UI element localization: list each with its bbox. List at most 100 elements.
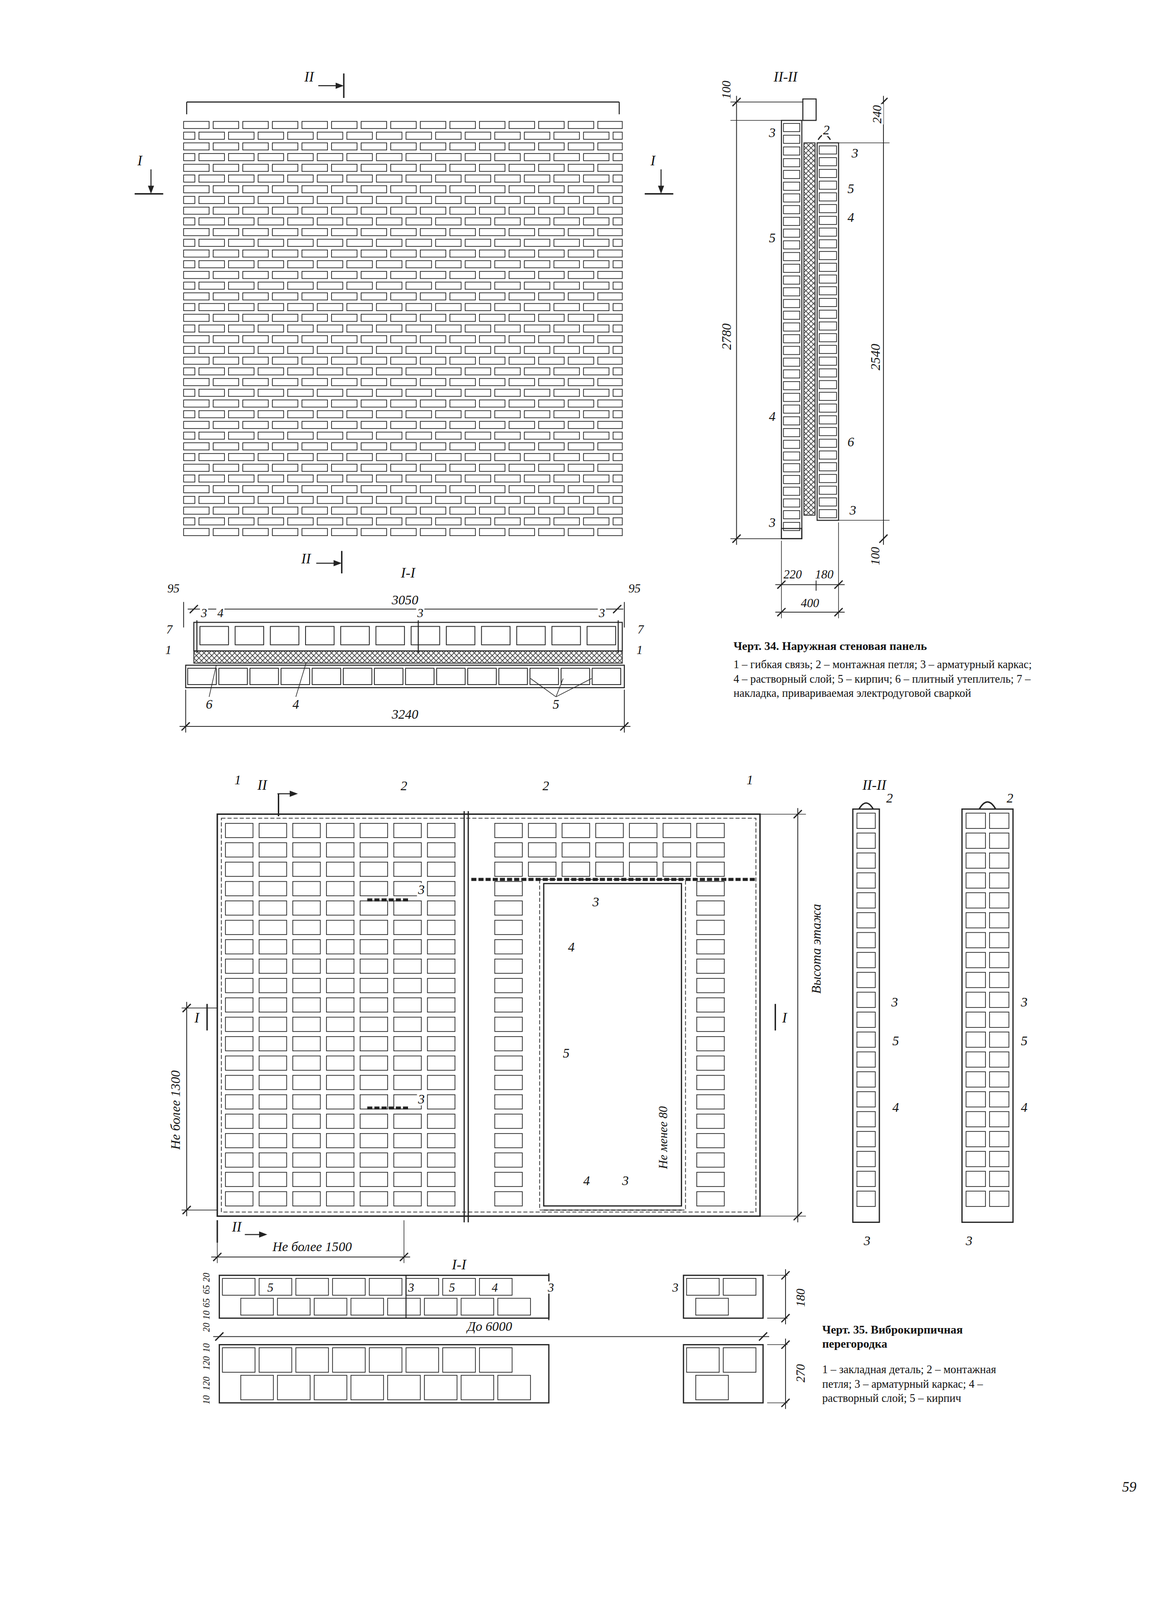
brick bbox=[857, 1051, 876, 1068]
drawing-label: 3050 bbox=[390, 593, 420, 607]
brick bbox=[213, 185, 239, 194]
drawing-label: II bbox=[256, 778, 268, 793]
drawing-label: 3 bbox=[848, 503, 858, 517]
brick bbox=[270, 626, 300, 645]
brick bbox=[225, 862, 253, 877]
brick bbox=[464, 174, 491, 183]
brick bbox=[524, 217, 550, 225]
brick bbox=[783, 252, 800, 261]
brick bbox=[435, 474, 462, 483]
brick bbox=[258, 389, 284, 397]
brick bbox=[390, 485, 417, 493]
brick bbox=[435, 389, 462, 397]
drawing-label: 5 bbox=[561, 1046, 571, 1060]
brick bbox=[595, 842, 623, 857]
brick bbox=[819, 169, 837, 178]
brick bbox=[597, 292, 623, 301]
brick bbox=[292, 978, 321, 993]
brick bbox=[553, 324, 580, 332]
drawing-label: 4 bbox=[1020, 1100, 1029, 1114]
brick bbox=[965, 832, 986, 849]
brick bbox=[390, 506, 417, 515]
brick bbox=[696, 1056, 725, 1071]
brick bbox=[819, 415, 837, 424]
brick bbox=[272, 228, 298, 236]
brick bbox=[259, 1347, 292, 1373]
brick bbox=[442, 1278, 476, 1296]
drawing-label: 3 bbox=[621, 1173, 630, 1187]
brick bbox=[187, 668, 217, 685]
brick bbox=[259, 920, 287, 935]
brick bbox=[347, 346, 373, 354]
brick bbox=[287, 281, 314, 290]
brick bbox=[361, 121, 387, 129]
brick bbox=[287, 153, 314, 161]
drawing-label: 6 bbox=[204, 697, 214, 711]
brick bbox=[225, 959, 253, 974]
brick bbox=[213, 378, 239, 386]
dimension-line bbox=[735, 96, 737, 546]
reinforcement bbox=[417, 620, 419, 654]
brick bbox=[183, 271, 210, 279]
brick bbox=[331, 228, 358, 236]
brick bbox=[213, 335, 239, 343]
brick bbox=[479, 271, 506, 279]
insulation bbox=[194, 650, 623, 664]
brick bbox=[292, 1056, 321, 1071]
brick bbox=[435, 410, 462, 419]
brick bbox=[857, 972, 876, 988]
brick bbox=[965, 932, 986, 948]
brick bbox=[406, 324, 432, 332]
brick bbox=[494, 862, 522, 877]
brick bbox=[199, 196, 225, 204]
brick bbox=[686, 1278, 720, 1296]
brick bbox=[361, 207, 387, 215]
brick bbox=[272, 378, 298, 386]
brick bbox=[696, 920, 725, 935]
brick bbox=[225, 823, 253, 838]
brick bbox=[183, 132, 195, 140]
drawing-label: 3 bbox=[671, 1281, 680, 1294]
brick bbox=[538, 250, 565, 258]
brick bbox=[464, 324, 491, 332]
dimension-tick bbox=[189, 604, 199, 613]
brick bbox=[258, 153, 284, 161]
brick bbox=[612, 260, 623, 268]
brick bbox=[331, 207, 358, 215]
brick bbox=[509, 271, 535, 279]
brick bbox=[696, 939, 725, 954]
brick bbox=[509, 421, 535, 429]
brick bbox=[509, 335, 535, 343]
brick bbox=[568, 250, 594, 258]
brick bbox=[287, 174, 314, 183]
drawing-label: I bbox=[193, 1010, 201, 1026]
brick bbox=[228, 324, 255, 332]
brick bbox=[420, 250, 446, 258]
brick bbox=[436, 668, 466, 685]
brick bbox=[528, 823, 556, 838]
brick bbox=[449, 164, 476, 172]
brick bbox=[317, 389, 343, 397]
brick bbox=[857, 852, 876, 869]
drawing-label: 5 bbox=[891, 1033, 900, 1047]
brick bbox=[819, 216, 837, 225]
brick bbox=[199, 132, 225, 140]
brick bbox=[583, 174, 609, 183]
brick bbox=[292, 1113, 321, 1129]
brick bbox=[597, 464, 623, 472]
brick bbox=[331, 442, 358, 450]
brick bbox=[277, 1375, 311, 1400]
brick bbox=[538, 121, 565, 129]
line bbox=[838, 142, 890, 143]
brick bbox=[360, 920, 388, 935]
brick bbox=[347, 453, 373, 461]
brick bbox=[494, 217, 521, 225]
brick bbox=[242, 271, 269, 279]
brick bbox=[783, 416, 800, 425]
brick bbox=[183, 506, 210, 515]
brick bbox=[242, 528, 269, 536]
brick bbox=[225, 997, 253, 1012]
brick bbox=[213, 207, 239, 215]
brick bbox=[509, 228, 535, 236]
